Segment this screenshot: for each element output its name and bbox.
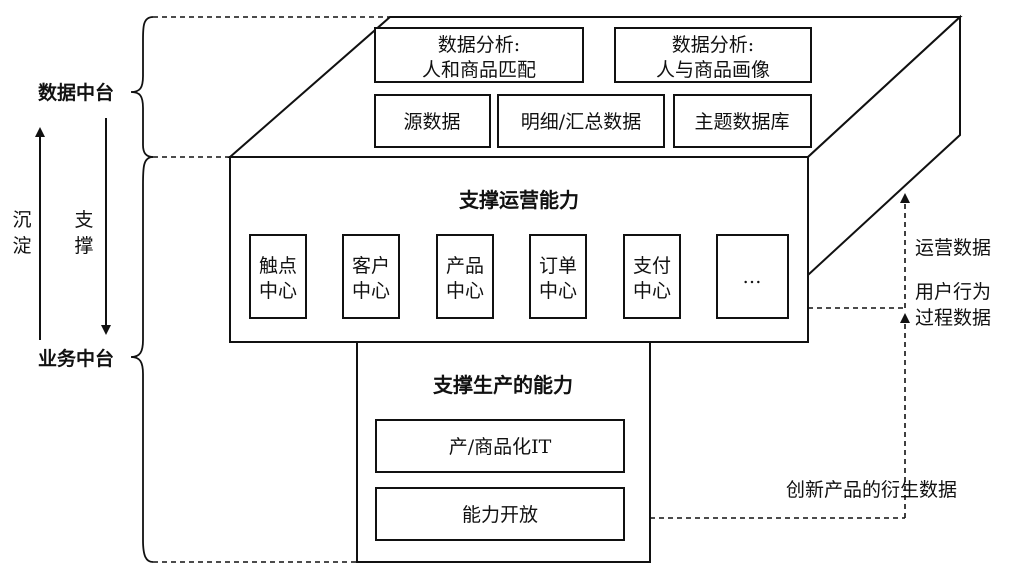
center-box-product: 产品 中心 [436, 234, 494, 319]
data-box-label: 明细/汇总数据 [521, 111, 641, 133]
center-ellipsis: … [743, 266, 762, 288]
operations-title: 支撑运营能力 [459, 188, 579, 212]
center-box-payment: 支付 中心 [623, 234, 681, 319]
center-box-touchpoint: 触点 中心 [249, 234, 307, 319]
operations-capability-panel [229, 156, 809, 343]
data-box-detail-summary: 明细/汇总数据 [497, 94, 665, 148]
analysis-box-line1: 数据分析: [438, 34, 520, 56]
user-behavior-label-line1: 用户行为 [915, 281, 991, 303]
center-line1: 客户 [352, 255, 390, 277]
analysis-box-line1: 数据分析: [672, 34, 754, 56]
analysis-box-portrait: 数据分析: 人与商品画像 [614, 27, 812, 83]
operations-data-label: 运营数据 [915, 237, 991, 259]
data-platform-brace [130, 16, 154, 158]
production-box-it: 产/商品化IT [375, 419, 625, 473]
center-line2: 中心 [539, 280, 577, 302]
production-box-open: 能力开放 [375, 487, 625, 541]
center-line2: 中心 [259, 280, 297, 302]
data-box-topic-db: 主题数据库 [673, 94, 812, 148]
analysis-box-match: 数据分析: 人和商品匹配 [374, 27, 584, 83]
user-behavior-label-line2: 过程数据 [915, 307, 991, 329]
business-platform-brace [130, 156, 154, 563]
center-box-more: … [716, 234, 789, 319]
data-box-label: 主题数据库 [694, 111, 789, 133]
derivative-data-label: 创新产品的衍生数据 [786, 479, 957, 501]
center-line1: 支付 [633, 255, 671, 277]
support-label-char1: 支 [74, 209, 93, 231]
center-line2: 中心 [633, 280, 671, 302]
accumulate-label-char1: 沉 [12, 209, 31, 231]
center-box-order: 订单 中心 [529, 234, 587, 319]
production-title: 支撑生产的能力 [433, 373, 573, 397]
center-line2: 中心 [352, 280, 390, 302]
center-line1: 产品 [446, 255, 484, 277]
data-platform-label: 数据中台 [38, 81, 114, 104]
center-line1: 订单 [539, 255, 577, 277]
center-line1: 触点 [259, 255, 297, 277]
accumulate-label-char2: 淀 [12, 235, 31, 257]
business-platform-label: 业务中台 [38, 347, 114, 370]
center-line2: 中心 [446, 280, 484, 302]
support-label-char2: 撑 [74, 235, 93, 257]
data-box-label: 源数据 [403, 111, 460, 133]
data-box-source: 源数据 [374, 94, 491, 148]
analysis-box-line2: 人与商品画像 [656, 59, 770, 81]
analysis-box-line2: 人和商品匹配 [422, 59, 536, 81]
production-box-label: 能力开放 [462, 504, 538, 526]
center-box-customer: 客户 中心 [342, 234, 400, 319]
production-box-label: 产/商品化IT [449, 436, 552, 458]
